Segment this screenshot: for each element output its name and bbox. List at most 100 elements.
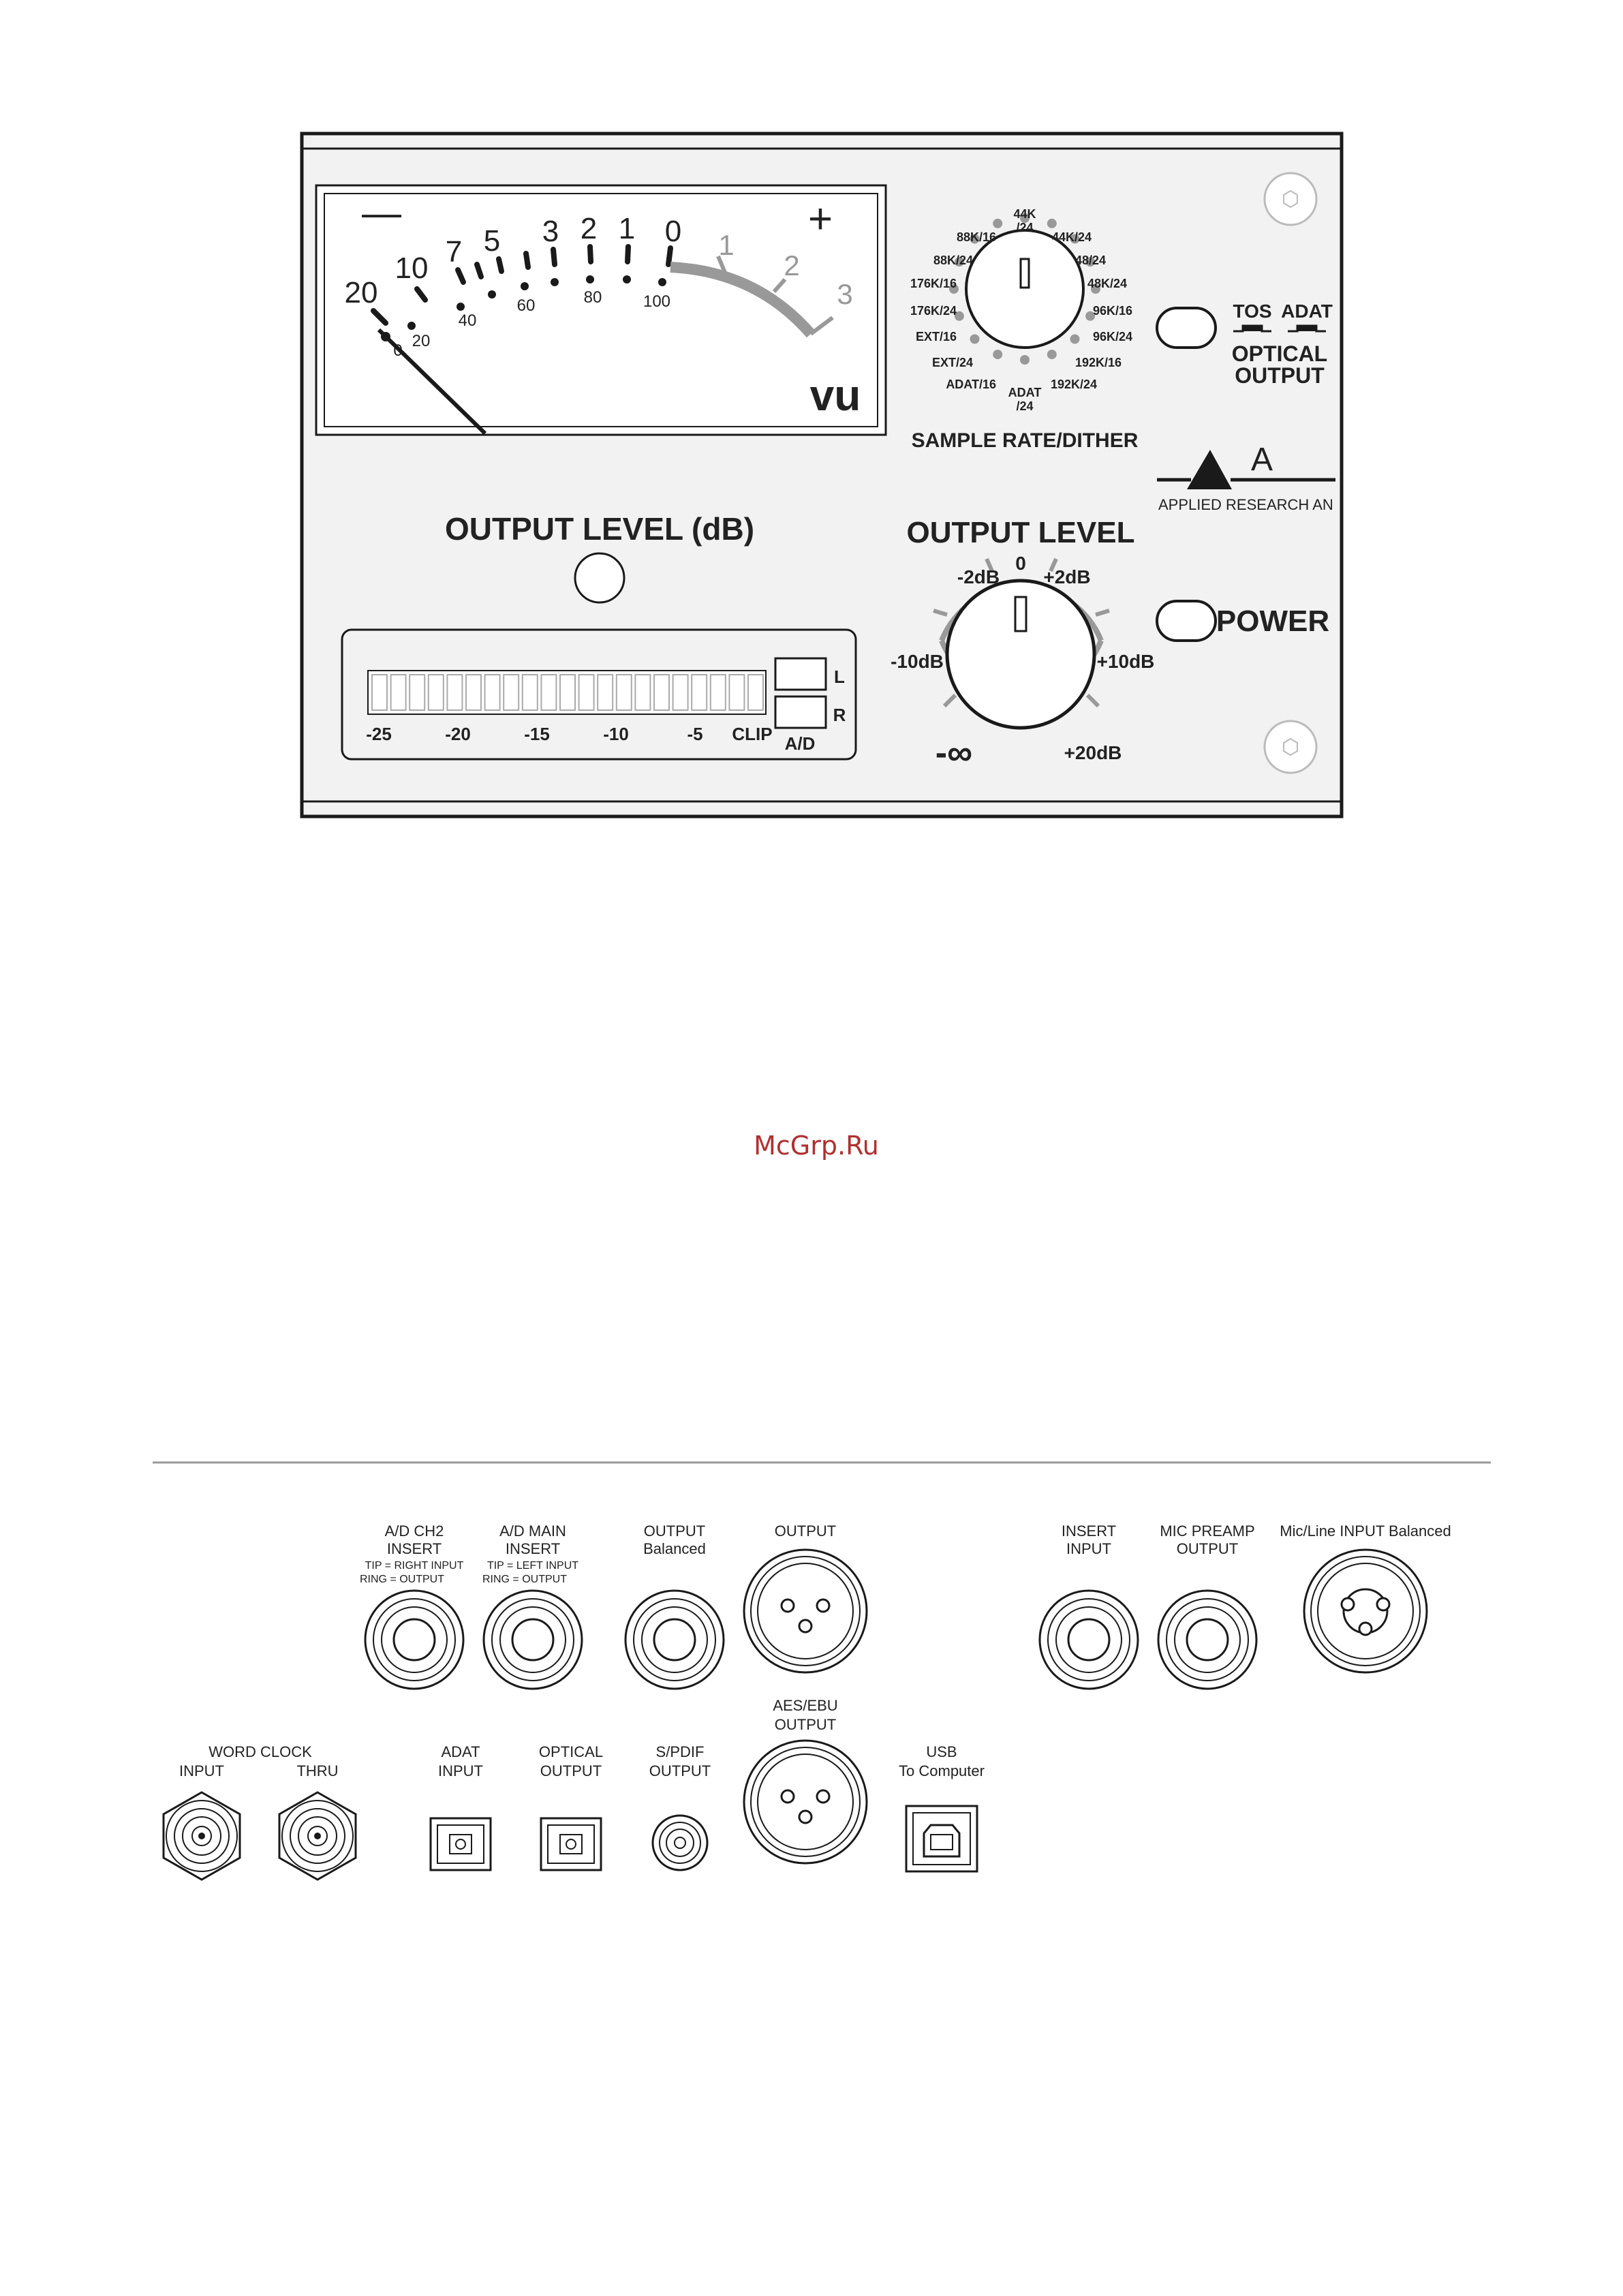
output-level-knob[interactable] (945, 579, 1096, 730)
spdif-output-port[interactable]: S/PDIF OUTPUT (649, 1743, 711, 1871)
vu-minus-sign: — (362, 191, 401, 235)
led-segment (465, 674, 482, 711)
logo-triangle-icon (1187, 450, 1232, 489)
jack-label: MIC PREAMP (1160, 1522, 1254, 1540)
usb-b-port-icon (905, 1805, 978, 1873)
sample-rate-label: 192K/16 (1075, 356, 1122, 369)
aes-ebu-output-connector[interactable]: AES/EBU OUTPUT (743, 1697, 868, 1865)
vu-percent-label: 80 (584, 288, 602, 307)
optical-output-title: OPTICAL (1232, 341, 1327, 366)
output-level-scale-ticks (933, 557, 1110, 708)
sample-rate-label-bottom: /24 (1016, 399, 1033, 413)
trs-jack-icon (1038, 1589, 1139, 1690)
power-control[interactable]: POWER (1156, 600, 1329, 642)
sample-rate-label-bottom: ADAT (1008, 386, 1042, 399)
vu-scale-label: 3 (542, 215, 559, 248)
insert-input-jack[interactable]: INSERT INPUT (1038, 1522, 1139, 1690)
sample-rate-label: 48K/24 (1087, 277, 1127, 290)
bnc-connector-input[interactable] (162, 1791, 241, 1881)
led-segment (446, 674, 463, 711)
vu-red-scale-label: 1 (718, 229, 734, 261)
led-scale-label: -15 (524, 724, 550, 744)
led-segment (503, 674, 520, 711)
sample-rate-position-dot (1070, 334, 1080, 344)
bnc-connector-thru[interactable] (278, 1791, 357, 1881)
screw-head-icon (1283, 737, 1298, 756)
optical-output-button[interactable] (1156, 307, 1217, 349)
sample-rate-label: 176K/24 (910, 304, 957, 318)
vu-scale-ticks (371, 244, 673, 326)
mic-line-input-combo-jack[interactable]: Mic/Line INPUT Balanced (1280, 1522, 1451, 1674)
vu-percent-label: 40 (459, 311, 477, 330)
port-label: S/PDIF (656, 1743, 705, 1760)
port-label: USB (926, 1743, 957, 1760)
sample-rate-label: 48/24 (1075, 254, 1106, 267)
jack-label: OUTPUT (644, 1522, 705, 1540)
trs-jack-icon (624, 1589, 725, 1690)
word-clock-title: WORD CLOCK (208, 1743, 312, 1760)
jack-label: RING = OUTPUT (360, 1574, 444, 1585)
watermark-text: McGrp.Ru (754, 1131, 879, 1161)
logo-letter: A (1251, 442, 1273, 478)
led-segment (653, 674, 670, 711)
sample-rate-dither-selector[interactable]: 44K /24 44K/24 48/24 48K/24 96K/16 96K/2… (910, 207, 1139, 452)
sample-rate-position-dot (1085, 311, 1096, 321)
sample-rate-position-dot (993, 350, 1003, 360)
xlr-connector-icon (743, 1739, 868, 1865)
port-label: INPUT (438, 1762, 483, 1779)
sample-rate-position-dot (993, 218, 1003, 228)
mic-preamp-output-jack[interactable]: MIC PREAMP OUTPUT (1157, 1522, 1258, 1690)
output-level-mark: +20dB (1064, 742, 1122, 763)
vu-needle (377, 328, 487, 435)
word-clock-connectors: WORD CLOCK INPUT THRU (162, 1743, 357, 1881)
led-segments (371, 674, 764, 711)
led-segment (672, 674, 689, 711)
output-balanced-jack[interactable]: OUTPUT Balanced (624, 1522, 725, 1690)
optical-output-port[interactable]: OPTICAL OUTPUT (539, 1743, 603, 1871)
adat-label: ADAT (1281, 301, 1333, 322)
sample-rate-position-dot (1020, 213, 1030, 223)
sample-rate-knob[interactable] (965, 229, 1085, 349)
ad-ch2-insert-jack[interactable]: A/D CH2 INSERT TIP = RIGHT INPUT RING = … (360, 1522, 465, 1690)
led-scale-label: -25 (366, 724, 392, 744)
optical-output-selector[interactable]: TOS ADAT OPTICAL OUTPUT (1156, 301, 1333, 388)
sample-rate-label: 192K/24 (1051, 378, 1097, 391)
led-scale-label: CLIP (732, 724, 772, 744)
vu-percent-label: 20 (412, 332, 431, 350)
tos-label: TOS (1233, 301, 1271, 322)
sample-rate-position-dot (1047, 218, 1057, 228)
sample-rate-position-dot (954, 311, 964, 321)
jack-label: TIP = RIGHT INPUT (365, 1560, 464, 1572)
led-segment (427, 674, 444, 711)
power-label: POWER (1216, 604, 1329, 638)
jack-label: INSERT (1062, 1522, 1116, 1540)
vu-red-scale-label: 2 (784, 249, 799, 281)
output-level-display: OUTPUT LEVEL (dB) (445, 511, 754, 604)
led-segment (390, 674, 407, 711)
output-level-knob-pointer (1014, 596, 1027, 632)
sample-rate-title: SAMPLE RATE/DITHER (912, 429, 1139, 452)
vu-unit-label: vu (810, 371, 861, 420)
output-level-indicator-lamp (574, 552, 625, 604)
ad-main-insert-jack[interactable]: A/D MAIN INSERT TIP = LEFT INPUT RING = … (482, 1522, 583, 1690)
vu-red-zone-arc (670, 262, 816, 338)
led-bar-meter: L R A/D -25 -20 -15 -10 -5 CLIP (341, 628, 857, 761)
power-button[interactable] (1156, 600, 1217, 642)
sample-rate-position-dot (1070, 234, 1080, 244)
trs-jack-icon (364, 1589, 465, 1690)
led-meter-channel-r-box (774, 695, 827, 729)
led-segment (634, 674, 651, 711)
vu-plus-sign: + (808, 196, 833, 243)
output-xlr-connector[interactable]: OUTPUT (743, 1522, 868, 1674)
port-label: To Computer (899, 1762, 985, 1779)
led-segment (747, 674, 764, 711)
output-level-control[interactable]: OUTPUT LEVEL 0 -2dB +2dB -10dB +10dB -∞ … (891, 516, 1154, 773)
usb-port[interactable]: USB To Computer (899, 1743, 985, 1873)
vu-scale-label: 7 (446, 235, 462, 269)
port-label: AES/EBU (773, 1697, 837, 1714)
adat-input-port[interactable]: ADAT INPUT (429, 1743, 492, 1871)
rca-jack-icon (651, 1814, 709, 1871)
led-ad-label: A/D (785, 733, 816, 754)
jack-label: INSERT (506, 1540, 560, 1557)
